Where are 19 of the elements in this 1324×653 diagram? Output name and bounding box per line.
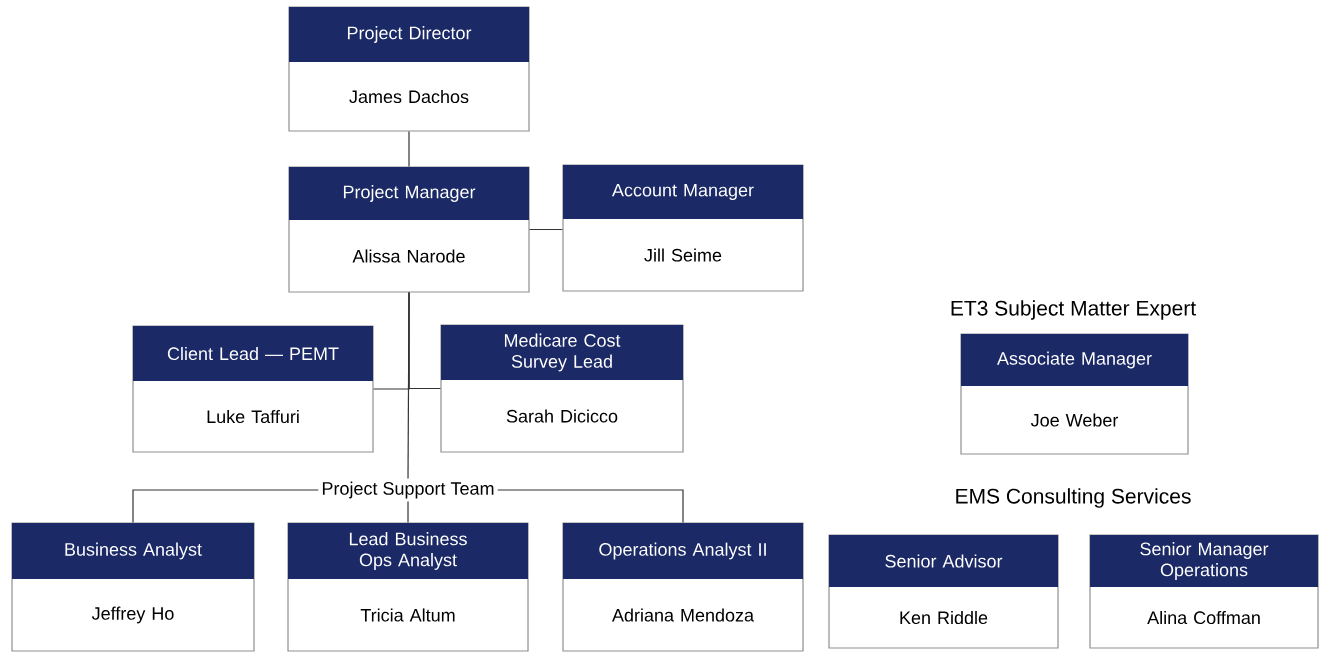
connector-line	[497, 489, 684, 523]
connector-line	[407, 501, 409, 523]
role-card: Medicare Cost Survey Lead Sarah Dicicco	[440, 324, 684, 453]
role-card: Senior Advisor Ken Riddle	[828, 534, 1059, 649]
role-card: Account Manager Jill Seime	[562, 164, 804, 292]
role-card: Client Lead — PEMT Luke Taffuri	[132, 325, 374, 453]
connector-line	[529, 228, 563, 231]
role-card: Project Director James Dachos	[288, 6, 530, 132]
role-card: Senior Manager Operations Alina Coffman	[1089, 534, 1319, 649]
connector-line	[407, 292, 410, 480]
connector-line	[408, 131, 410, 167]
role-card: Lead Business Ops Analyst Tricia Altum	[287, 522, 529, 652]
role-card: Operations Analyst II Adriana Mendoza	[562, 522, 804, 652]
role-card: Associate Manager Joe Weber	[960, 333, 1189, 455]
section-heading: EMS Consulting Services	[956, 488, 1191, 508]
connector-line	[132, 489, 319, 523]
group-label: Project Support Team	[318, 478, 498, 502]
role-card: Business Analyst Jeffrey Ho	[11, 522, 255, 652]
role-card: Project Manager Alissa Narode	[288, 166, 530, 293]
